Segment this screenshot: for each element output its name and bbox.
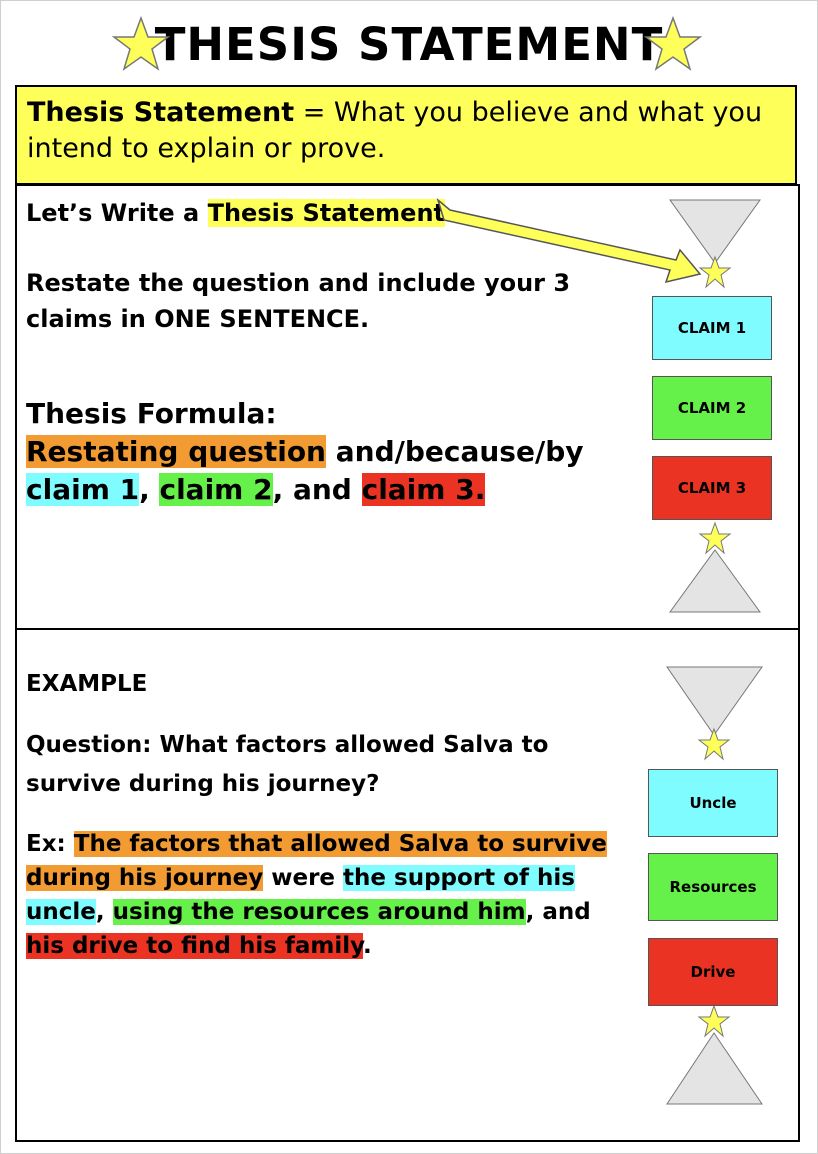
question-line-1: Question: What factors allowed Salva to <box>26 732 549 758</box>
formula-claim-2: claim 2 <box>159 473 273 506</box>
page-title: THESIS STATEMENT <box>0 14 818 76</box>
title-text: THESIS STATEMENT <box>154 18 664 71</box>
star-icon <box>697 1004 731 1038</box>
formula-claim-3: claim 3. <box>361 473 486 506</box>
example-claim-2: using the resources around him <box>112 899 526 925</box>
claim-box-resources: Resources <box>648 853 778 921</box>
example-claim-1b: uncle <box>26 899 96 925</box>
formula-line-2: claim 1, claim 2, and claim 3. <box>26 471 486 509</box>
definition-box: Thesis Statement = What you believe and … <box>15 85 797 185</box>
arrow-icon <box>436 197 702 284</box>
star-icon <box>112 16 170 71</box>
formula-sep-2: , and <box>272 473 362 506</box>
example-heading: EXAMPLE <box>26 671 148 697</box>
claim-box-drive: Drive <box>648 938 778 1006</box>
hourglass-graphic <box>669 199 761 613</box>
example-and: , and <box>525 899 591 925</box>
formula-line-1: Restating question and/because/by <box>26 433 583 471</box>
star-icon <box>698 255 732 289</box>
write-heading-prefix: Let’s Write a <box>26 199 208 227</box>
formula-restating: Restating question <box>26 435 326 468</box>
example-comma: , <box>95 899 113 925</box>
write-heading: Let’s Write a Thesis Statement <box>26 196 446 231</box>
write-heading-highlight: Thesis Statement <box>207 199 446 227</box>
example-claim-1a: the support of his <box>343 865 575 891</box>
claim-box-2: CLAIM 2 <box>652 376 772 440</box>
example-claim-3: his drive to find his family <box>26 933 364 959</box>
definition-text: Thesis Statement = What you believe and … <box>27 95 777 167</box>
formula-claim-1: claim 1 <box>26 473 140 506</box>
example-period: . <box>363 933 372 959</box>
star-icon <box>698 521 732 555</box>
claim-box-1: CLAIM 1 <box>652 296 772 360</box>
example-line-2: during his journey were the support of h… <box>26 861 575 895</box>
definition-body: = What you believe and what you intend t… <box>27 97 763 164</box>
example-restating-2: during his journey <box>26 865 264 891</box>
formula-sep-1: , <box>139 473 160 506</box>
claim-box-uncle: Uncle <box>648 769 778 837</box>
instruction-line-2: claims in ONE SENTENCE. <box>26 305 370 333</box>
question-line-2: survive during his journey? <box>26 771 380 797</box>
example-line-4: his drive to find his family. <box>26 929 372 963</box>
hourglass-graphic <box>666 666 763 1105</box>
example-were: were <box>263 865 344 891</box>
instruction-line-1: Restate the question and include your 3 <box>26 269 571 297</box>
claim-box-3: CLAIM 3 <box>652 456 772 520</box>
example-prefix: Ex: <box>26 831 74 857</box>
definition-term: Thesis Statement <box>27 97 295 128</box>
example-line-3: uncle, using the resources around him, a… <box>26 895 591 929</box>
example-section <box>15 628 800 1142</box>
formula-label: Thesis Formula: <box>26 397 277 430</box>
example-line-1: Ex: The factors that allowed Salva to su… <box>26 827 607 861</box>
example-restating-1: The factors that allowed Salva to surviv… <box>73 831 607 857</box>
star-icon <box>697 727 731 761</box>
formula-connector: and/because/by <box>326 435 584 468</box>
star-icon <box>644 16 702 71</box>
